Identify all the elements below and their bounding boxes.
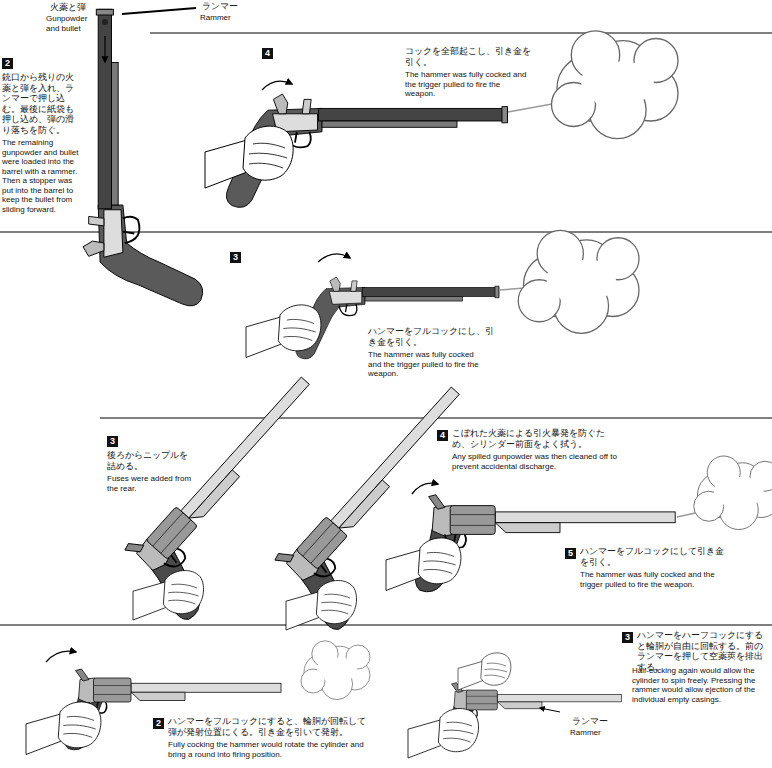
caption-text: The hammer was fully cocked and the trig…	[405, 70, 527, 99]
callout-number: 4	[262, 48, 273, 59]
caption-text: ハンマーをフルコックにして引き金を引く。	[580, 546, 730, 567]
smoke-cloud	[518, 230, 639, 333]
caption-text: Fully cocking the hammer would rotate th…	[168, 740, 368, 759]
caption-text: ハンマーをハーフコックにすると輪胴が自由に回転する。前のランマーを押して空薬莢を…	[637, 630, 769, 672]
hand	[408, 708, 479, 758]
smoke-cloud	[552, 31, 679, 139]
caption-text: The remaining gunpowder and bullet were …	[2, 138, 80, 214]
hand	[386, 538, 461, 591]
caption-text: Rammer	[200, 13, 244, 23]
caption-text: 火薬と弾	[50, 2, 96, 13]
hammer-arrow	[318, 254, 350, 262]
hand	[286, 580, 357, 630]
hand	[26, 702, 101, 755]
caption-text: Fuses were added from the rear.	[107, 474, 193, 493]
caption-text: Rammer	[570, 728, 614, 738]
divider	[0, 625, 772, 626]
revolver	[265, 376, 511, 634]
caption-text: The hammer was fully cocked and the trig…	[580, 570, 730, 589]
hand	[205, 126, 293, 188]
caption-text: 銃口から残りの火薬と弾を入れ、ランマーで押し込む。最後に紙袋も押し込め、弾の滑り…	[2, 72, 76, 135]
caption-text: 後ろからニップルを詰める。	[107, 450, 193, 471]
callout-number: 3	[107, 436, 118, 447]
hand	[133, 570, 204, 620]
rammer-rod	[122, 8, 196, 14]
rammer-arrow	[540, 708, 560, 712]
caption-text: ハンマーをフルコックにし、引き金を引く。	[368, 326, 498, 347]
callout-number: 5	[565, 548, 576, 559]
percussion-pistol	[296, 277, 499, 359]
callout-number: 2	[2, 58, 13, 69]
bullet	[102, 19, 108, 25]
caption-text: こぼれた火薬による引火暴発を防ぐため、シリンダー前面をよく拭う。	[452, 428, 620, 449]
callout-number: 3	[230, 252, 241, 263]
caption-text: Any spilled gunpowder was then cleaned o…	[452, 452, 620, 471]
hand	[458, 653, 511, 690]
caption-text: The hammer was fully cocked and the trig…	[368, 350, 488, 379]
callout-number: 2	[153, 718, 164, 729]
divider	[150, 33, 772, 34]
caption-text: Gunpowder and bullet	[46, 14, 96, 33]
hammer-arrow	[262, 81, 292, 90]
smoke-cloud	[301, 641, 370, 700]
muzzle-blast	[508, 104, 552, 112]
caption-text: コックを全部起こし、引き金を引く。	[405, 46, 535, 67]
flintlock-pistol	[83, 9, 203, 306]
hand	[246, 305, 321, 358]
caption-text: ランマー	[202, 1, 246, 12]
callout-number: 4	[437, 430, 448, 441]
callout-number: 3	[622, 632, 633, 643]
hammer-arrow	[46, 651, 76, 662]
caption-text: Half-cocking again would allow the cylin…	[632, 666, 766, 704]
smoke-cloud	[694, 456, 772, 530]
hammer-arrow	[412, 483, 438, 494]
caption-text: ハンマーをフルコックにすると、輪胴が回転して弾が発射位置にくる。引き金を引いて発…	[168, 716, 368, 737]
caption-text: ランマー	[572, 716, 616, 727]
load-arrow	[104, 36, 105, 62]
